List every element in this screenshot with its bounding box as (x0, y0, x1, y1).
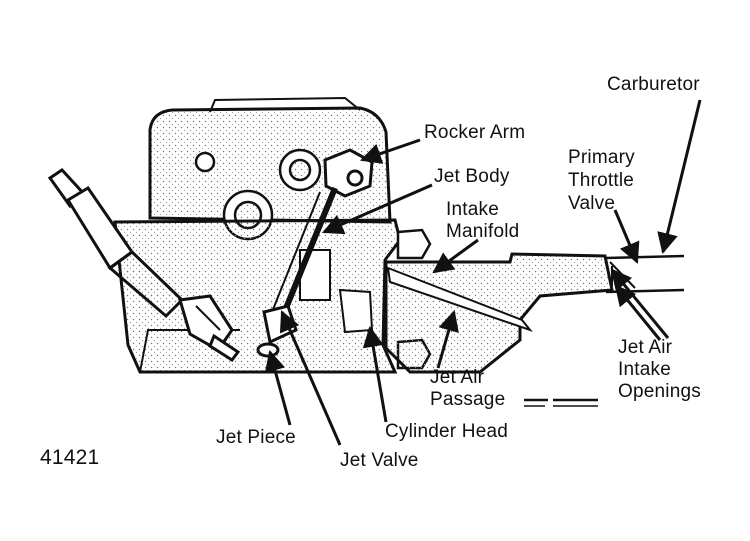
label-passage: Passage (430, 389, 506, 410)
label-throttle: Throttle (568, 170, 635, 191)
spark-plug (47, 168, 241, 363)
label-jet-air: Jet Air (430, 367, 485, 388)
leader-primary-throttle-valve (613, 209, 640, 264)
label-jet-air-openings-1: Jet Air (618, 337, 673, 358)
label-primary: Primary (568, 147, 635, 168)
figure-number: 41421 (40, 446, 100, 469)
label-jet-body: Jet Body (434, 166, 510, 187)
leader-intake-manifold (432, 238, 479, 274)
leader-jet-valve (279, 310, 342, 446)
label-carburetor: Carburetor (607, 74, 700, 95)
label-manifold: Manifold (446, 221, 520, 242)
label-jet-piece: Jet Piece (216, 427, 296, 448)
leader-lines (264, 99, 702, 446)
leader-carburetor (657, 99, 702, 255)
leader-jet-air-intake-2 (614, 284, 662, 341)
leader-jet-air-intake-1 (610, 268, 670, 339)
label-cylinder-head: Cylinder Head (385, 421, 508, 442)
label-jet-air-openings-2: Intake (618, 359, 671, 380)
leader-jet-body (322, 183, 433, 235)
leader-jet-air-passage (436, 309, 459, 369)
label-valve: Valve (568, 193, 616, 214)
label-rocker-arm: Rocker Arm (424, 122, 526, 143)
jet-air-passage-marker (524, 398, 598, 407)
label-jet-valve: Jet Valve (340, 450, 419, 471)
leader-rocker-arm (360, 138, 421, 164)
label-intake: Intake (446, 199, 499, 220)
leader-jet-piece (264, 349, 292, 426)
label-jet-air-openings-3: Openings (618, 381, 701, 402)
intake-manifold (384, 252, 614, 374)
leader-cylinder-head (362, 325, 388, 423)
